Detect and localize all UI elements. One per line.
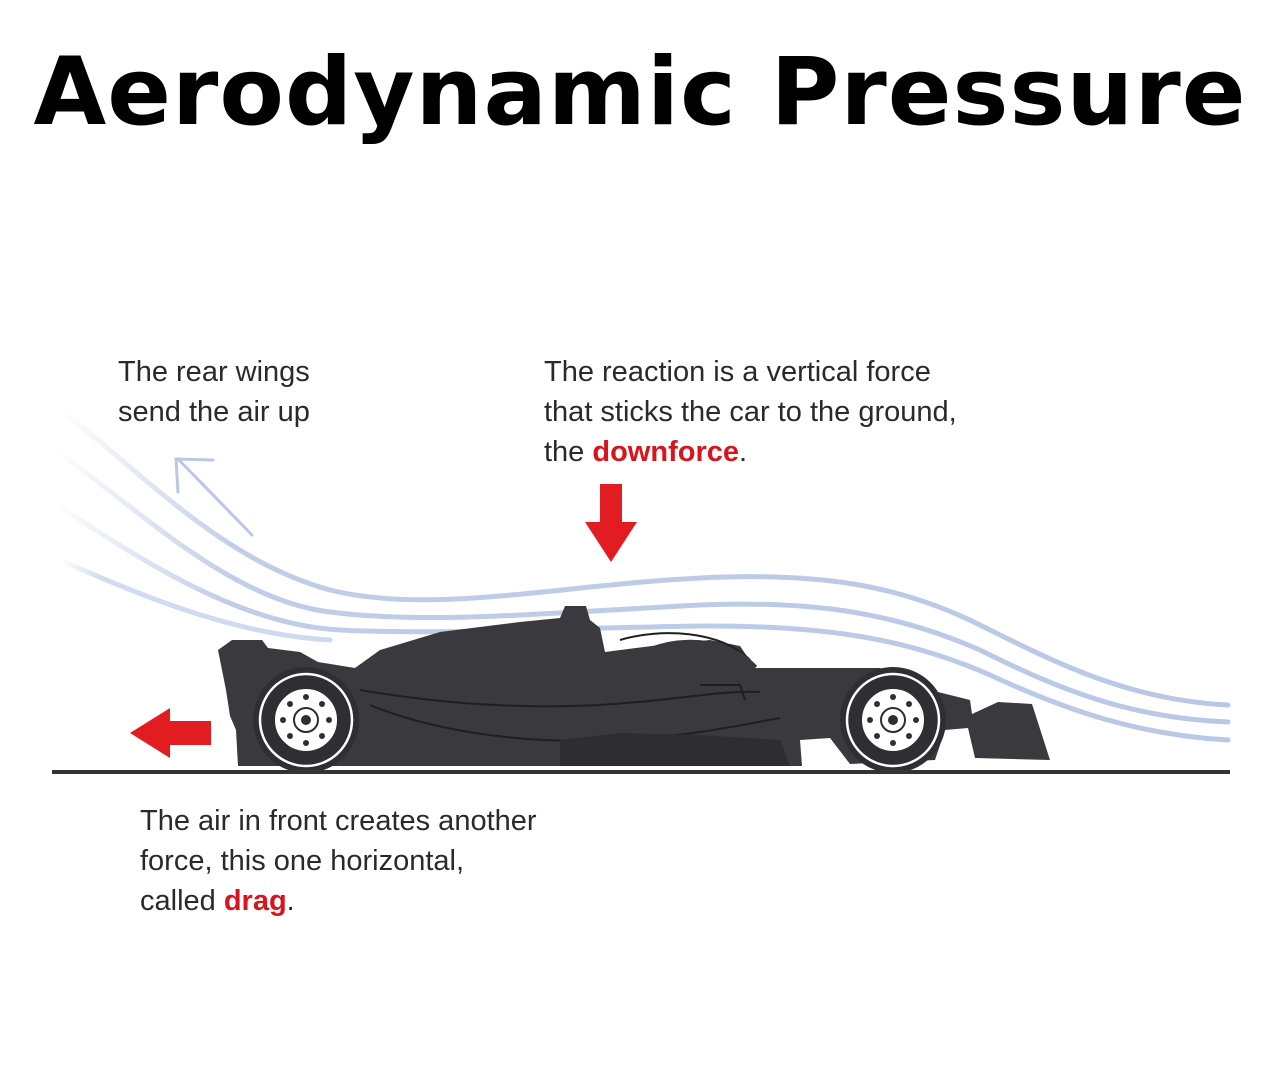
arrow-down-icon [585,484,637,562]
drag-term: drag [223,885,287,917]
caption-line: force, this one horizontal, [140,845,465,877]
diagram-title: Aerodynamic Pressure [33,38,1247,147]
downforce-term: downforce [592,436,739,468]
f1-car [218,606,1050,773]
caption-line: send the air up [118,396,310,428]
drag-caption: The air in front creates another force, … [140,801,660,921]
front-tyre [840,667,946,773]
airflow-lines [47,407,1231,743]
caption-line: the downforce. [544,432,1064,472]
caption-text: . [286,885,295,917]
caption-line: called drag. [140,881,660,921]
rear-tyre [253,667,359,773]
arrow-left-icon [130,708,211,758]
caption-line: The air in front creates another [140,805,537,837]
arrow-up-left-icon [174,457,254,537]
caption-text: . [739,436,748,468]
caption-line: The reaction is a vertical force [544,356,931,388]
downforce-caption: The reaction is a vertical force that st… [544,352,1064,472]
caption-text: called [140,885,224,917]
caption-line: that sticks the car to the ground, [544,396,957,428]
caption-text: the [544,436,593,468]
rear-wings-caption: The rear wings send the air up [118,352,418,432]
caption-line: The rear wings [118,356,310,388]
